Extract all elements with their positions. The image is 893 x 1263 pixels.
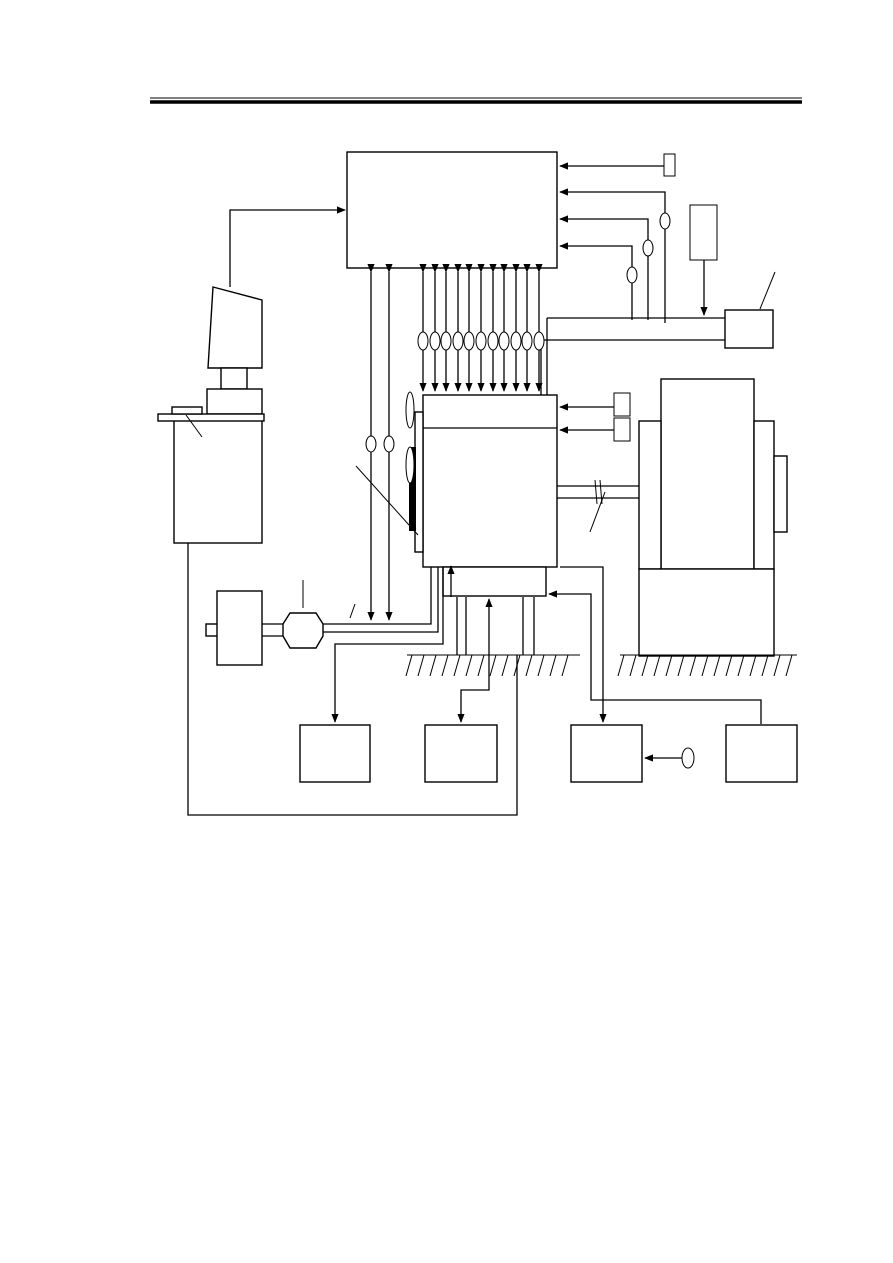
engine-block (355, 391, 631, 597)
signal-lines (417, 263, 545, 392)
analyzer-unit (157, 206, 346, 544)
control-unit-inputs (559, 153, 718, 323)
ground-hatch-mark (525, 654, 533, 677)
ground-hatch-mark (713, 654, 721, 677)
header-rule (150, 97, 802, 104)
fan-blade (405, 391, 415, 429)
ground-hatch-mark (653, 654, 661, 677)
sensor-ring (510, 331, 522, 351)
sensor-ring (626, 266, 638, 284)
ground-hatch-mark (785, 654, 793, 677)
sensor-ring (463, 331, 475, 351)
sensor-ring (383, 435, 395, 453)
sensor-ring (417, 331, 429, 351)
ground-hatch-mark (773, 654, 781, 677)
air-filter (724, 309, 774, 349)
sensor-ring (429, 331, 441, 351)
ground-hatch-mark (405, 654, 413, 677)
ground-hatch-mark (465, 654, 473, 677)
ground-hatch-mark (561, 654, 569, 677)
sensor-ring (440, 331, 452, 351)
instrument-box-2 (424, 724, 498, 783)
exhaust-signal-lines (365, 263, 395, 621)
sensor-ring (498, 331, 510, 351)
drive-shaft (557, 479, 640, 533)
ground-hatch-mark (501, 654, 509, 677)
ground-hatch-mark (689, 654, 697, 677)
sensor-small (613, 417, 631, 442)
analyzer-monitor (207, 286, 263, 369)
sensor-ring (659, 212, 671, 230)
ground-hatch-mark (737, 654, 745, 677)
ground-hatch-mark (701, 654, 709, 677)
exhaust-path (205, 567, 439, 666)
sensor-small-top (663, 153, 676, 177)
fan-blade (405, 446, 415, 484)
catalytic-converter (282, 612, 324, 649)
sensor-ring (642, 239, 654, 257)
ground-hatch-mark (477, 654, 485, 677)
instrument-boxes (299, 724, 798, 783)
ground-hatch-mark (725, 654, 733, 677)
ground-hatch-mark (749, 654, 757, 677)
sensor-ring (452, 331, 464, 351)
engine-connections (187, 543, 762, 816)
sensor-ring (365, 435, 377, 453)
ground-hatch-mark (417, 654, 425, 677)
ground-hatch-mark (549, 654, 557, 677)
air-intake (540, 271, 776, 395)
instrument-box-1 (299, 724, 371, 783)
dynamometer (638, 378, 788, 657)
sensor-ring (521, 331, 533, 351)
ground-hatch-mark (641, 654, 649, 677)
ground-hatch-mark (629, 654, 637, 677)
ground-hatch-mark (761, 654, 769, 677)
sensor-small (613, 392, 631, 417)
ground-hatch-mark (665, 654, 673, 677)
sensor-ring (533, 331, 545, 351)
ground-hatch-mark (617, 654, 625, 677)
sensor-ring (681, 747, 695, 769)
ground-hatch-mark (429, 654, 437, 677)
ground-hatch-mark (489, 654, 497, 677)
ground-hatch-mark (441, 654, 449, 677)
sensor-ring (487, 331, 499, 351)
exhaust-muffler (216, 590, 263, 666)
ground-hatch-mark (453, 654, 461, 677)
instrument-box-3 (570, 724, 643, 783)
ground-hatch-mark (677, 654, 685, 677)
ground-hatching (405, 654, 797, 677)
control-unit (346, 151, 558, 269)
sensor-ring (475, 331, 487, 351)
instrument-box-4 (725, 724, 798, 783)
cooling-tank (173, 418, 263, 544)
flywheel-belt (409, 447, 416, 531)
sensor-box-tall (689, 204, 718, 261)
ground-hatch-mark (537, 654, 545, 677)
ground-hatch-mark (513, 654, 521, 677)
